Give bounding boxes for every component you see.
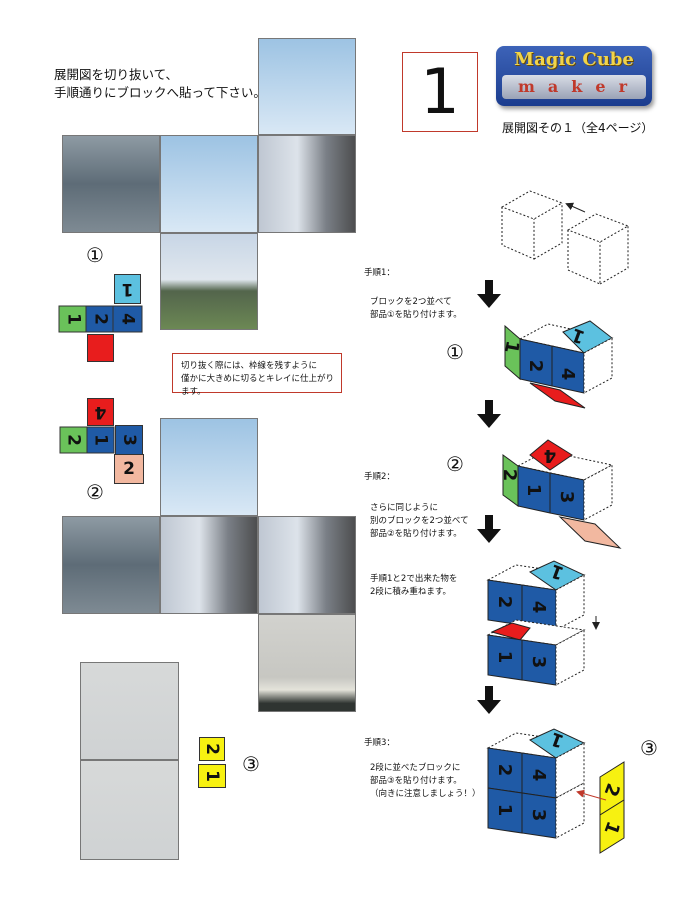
photo-face-evening-sea (258, 614, 356, 712)
svg-text:4: 4 (528, 769, 549, 782)
step2-assembly (502, 439, 622, 549)
svg-text:3: 3 (556, 491, 577, 504)
page-subtitle: 展開図その１（全4ページ） (502, 121, 654, 135)
step3-heading: 手順3： (364, 738, 395, 748)
photo-face-sea (62, 135, 160, 233)
part2-face-bottom: 2 (114, 454, 144, 484)
step1-marker: ① (446, 340, 464, 364)
magic-cube-maker-logo: Magic Cube maker (496, 46, 652, 106)
svg-text:2: 2 (525, 360, 546, 373)
page-number: 1 (402, 52, 478, 132)
step2-line-3: 部品②を貼り付けます。 (370, 529, 462, 539)
photo-face-mountain (160, 233, 258, 330)
stack-text: 手順1と2で出来た物を 2段に積み重ねます。 (370, 573, 457, 599)
step1-text: ブロックを2つ並べて 部品①を貼り付けます。 (370, 296, 462, 322)
empty-cube-left (500, 190, 564, 260)
note-line-2: 僅かに大きめに切るとキレイに仕上がります。 (181, 374, 335, 397)
part1-marker: ① (86, 243, 104, 267)
svg-text:3: 3 (528, 656, 549, 669)
stack-assembly (486, 560, 600, 686)
photo-face-castle-3 (258, 516, 356, 614)
step1-assembly (504, 320, 614, 409)
step2-marker: ② (446, 452, 464, 476)
step2-line-1: さらに同じように (370, 503, 439, 513)
stack-line-2: 2段に積み重ねます。 (370, 587, 452, 597)
empty-cube-right (566, 213, 630, 285)
svg-text:4: 4 (544, 445, 557, 466)
step1-line-2: 部品①を貼り付けます。 (370, 310, 462, 320)
step3-text: 2段に並べたブロックに 部品③を貼り付けます。 （向きに注意しましょう！） (370, 762, 481, 801)
svg-text:4: 4 (557, 368, 578, 381)
step2-heading: 手順2： (364, 472, 395, 482)
big-arrows (477, 280, 501, 714)
photo-face-coast (62, 516, 160, 614)
svg-text:2: 2 (499, 469, 520, 482)
svg-text:1: 1 (500, 339, 523, 355)
step1-line-1: ブロックを2つ並べて (370, 297, 452, 307)
step3-line-2: 部品③を貼り付けます。 (370, 776, 462, 786)
svg-text:1: 1 (494, 651, 515, 664)
slide-arrow (565, 202, 586, 213)
intro-line-2: 手順通りにブロックへ貼って下さい。 (54, 85, 266, 100)
step3-assembly (486, 728, 625, 854)
cutting-note: 切り抜く際には、枠線を残すように 僅かに大きめに切るとキレイに仕上がります。 (172, 353, 342, 397)
svg-text:2: 2 (494, 764, 515, 777)
step1-heading: 手順1： (364, 268, 395, 278)
svg-text:4: 4 (528, 601, 549, 614)
svg-text:3: 3 (528, 809, 549, 822)
svg-text:2: 2 (494, 596, 515, 609)
logo-line-1: Magic Cube (514, 49, 634, 70)
photo-face-top (258, 38, 356, 135)
stack-line-1: 手順1と2で出来た物を (370, 574, 458, 584)
step2-line-2: 別のブロックを2つ並べて (370, 516, 469, 526)
photo-face-sky-2 (160, 418, 258, 516)
part3-marker: ③ (242, 752, 260, 776)
step2-text: さらに同じように 別のブロックを2つ並べて 部品②を貼り付けます。 (370, 502, 469, 541)
intro-text: 展開図を切り抜いて、 手順通りにブロックへ貼って下さい。 (54, 66, 266, 102)
part1-face-bottom (87, 334, 114, 362)
note-line-1: 切り抜く際には、枠線を残すように (181, 361, 318, 371)
photo-panel-lower (80, 760, 179, 860)
svg-text:1: 1 (494, 804, 515, 817)
step3-line-3: （向きに注意しましょう！） (370, 789, 481, 799)
photo-face-sky (160, 135, 258, 233)
photo-face-castle (258, 135, 356, 233)
part2-marker: ② (86, 480, 104, 504)
svg-text:1: 1 (523, 484, 544, 497)
logo-line-2: maker (502, 75, 646, 99)
photo-face-castle-2 (160, 516, 258, 614)
step3-line-1: 2段に並べたブロックに (370, 763, 461, 773)
photo-panel-upper (80, 662, 179, 760)
step3-marker: ③ (640, 736, 658, 760)
intro-line-1: 展開図を切り抜いて、 (54, 67, 179, 82)
